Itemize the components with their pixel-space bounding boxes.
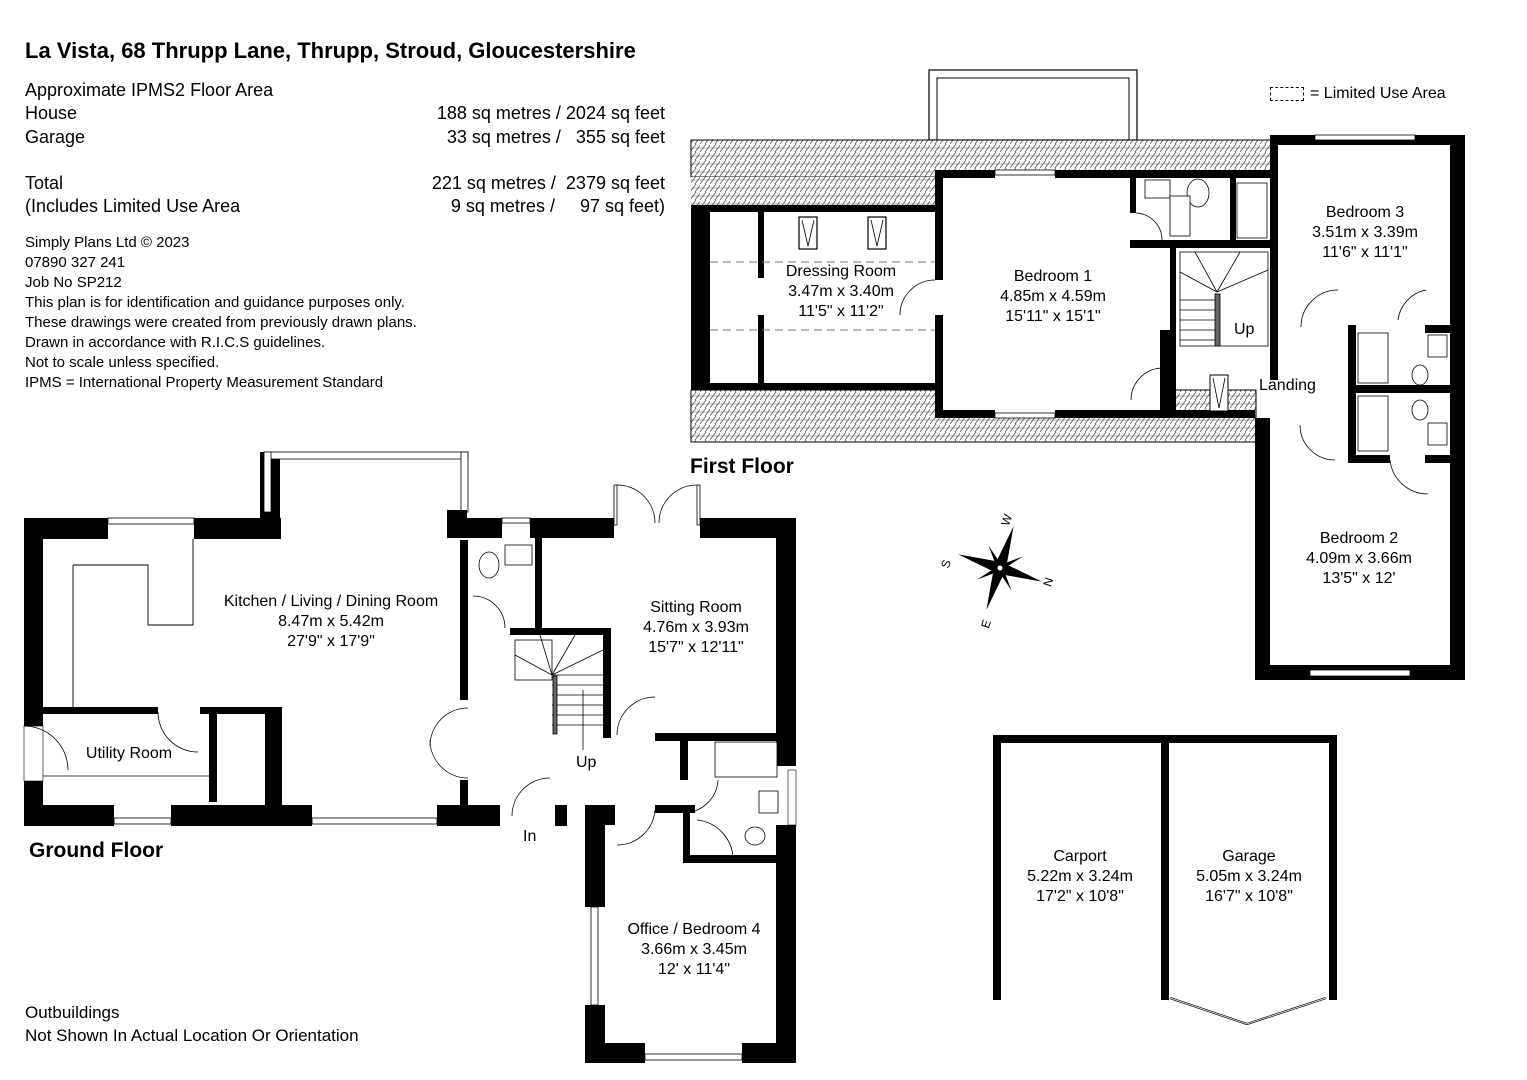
room-metric: 8.47m x 5.42m	[278, 613, 384, 630]
outbuildings-plan	[993, 735, 1337, 1026]
room-metric: 5.05m x 3.24m	[1196, 868, 1302, 885]
note-line: Drawn in accordance with R.I.C.S guideli…	[25, 334, 326, 351]
room-metric: 5.22m x 3.24m	[1027, 868, 1133, 885]
room-name: Utility Room	[85, 745, 173, 762]
room-name: Kitchen / Living / Dining Room	[223, 593, 439, 610]
room-name: Dressing Room	[785, 263, 897, 280]
plan-title: La Vista, 68 Thrupp Lane, Thrupp, Stroud…	[25, 38, 636, 63]
note-line: 07890 327 241	[25, 254, 126, 271]
area-label: Total	[25, 173, 64, 194]
room-sitting-room: Sitting Room 4.76m x 3.93m 15'7" x 12'11…	[643, 598, 749, 658]
note-line: These drawings were created from previou…	[25, 314, 417, 331]
ground-floor-label: Ground Floor	[29, 839, 164, 862]
first-floor-plan	[690, 69, 1465, 680]
room-imperial: 27'9" x 17'9"	[287, 633, 375, 650]
room-name: Sitting Room	[650, 599, 742, 616]
room-imperial: 16'7" x 10'8"	[1205, 888, 1293, 905]
note-line: Simply Plans Ltd © 2023	[25, 234, 190, 251]
room-imperial: 12' x 11'4"	[658, 961, 730, 978]
note-line: Job No SP212	[25, 274, 122, 291]
room-name: Bedroom 2	[1319, 530, 1399, 547]
room-imperial: 17'2" x 10'8"	[1036, 888, 1124, 905]
floor-area-heading: Approximate IPMS2 Floor Area	[25, 80, 274, 100]
area-value: 221 sq metres / 2379 sq feet	[431, 173, 665, 194]
landing-label: Landing	[1259, 377, 1316, 394]
room-name: Bedroom 1	[1013, 268, 1093, 285]
outbuildings-text: Not Shown In Actual Location Or Orientat…	[25, 1026, 359, 1045]
room-bedroom-1: Bedroom 1 4.85m x 4.59m 15'11" x 15'1"	[1000, 267, 1106, 327]
room-bedroom-3: Bedroom 3 3.51m x 3.39m 11'6" x 11'1"	[1312, 203, 1418, 263]
area-row-limited-use: (Includes Limited Use Area 9 sq metres /…	[25, 195, 665, 218]
room-metric: 3.47m x 3.40m	[788, 283, 894, 300]
compass-rose-icon	[958, 526, 1042, 610]
area-label: Garage	[25, 126, 86, 147]
note-line: Not to scale unless specified.	[25, 354, 220, 371]
ground-floor-stairs-up-label: Up	[576, 754, 597, 771]
room-imperial: 15'11" x 15'1"	[1005, 308, 1101, 325]
area-row-total: Total 221 sq metres / 2379 sq feet	[25, 172, 665, 195]
room-metric: 4.09m x 3.66m	[1306, 550, 1412, 567]
area-label: (Includes Limited Use Area	[25, 196, 241, 217]
room-metric: 4.85m x 4.59m	[1000, 288, 1106, 305]
area-value: 33 sq metres / 355 sq feet	[446, 126, 665, 147]
room-imperial: 15'7" x 12'11"	[648, 639, 744, 656]
area-label: House	[25, 103, 78, 124]
legend-label: = Limited Use Area	[1310, 85, 1446, 102]
room-imperial: 11'6" x 11'1"	[1322, 244, 1408, 261]
first-floor-stairs-up-label: Up	[1234, 321, 1255, 338]
room-name: Garage	[1222, 848, 1276, 865]
room-carport: Carport 5.22m x 3.24m 17'2" x 10'8"	[1027, 847, 1133, 907]
entrance-in-label: In	[523, 828, 537, 845]
dashed-rectangle-icon	[1270, 87, 1304, 101]
floor-area-table: Approximate IPMS2 Floor Area House 188 s…	[25, 79, 665, 219]
room-utility-room: Utility Room	[86, 744, 172, 764]
plan-notes: Simply Plans Ltd © 2023 07890 327 241 Jo…	[25, 233, 417, 393]
room-office-bedroom-4: Office / Bedroom 4 3.66m x 3.45m 12' x 1…	[627, 920, 760, 980]
room-kitchen-living-dining: Kitchen / Living / Dining Room 8.47m x 5…	[224, 592, 438, 652]
note-line: This plan is for identification and guid…	[25, 294, 405, 311]
area-row-house: House 188 sq metres / 2024 sq feet	[25, 102, 665, 125]
room-garage: Garage 5.05m x 3.24m 16'7" x 10'8"	[1196, 847, 1302, 907]
note-line: IPMS = International Property Measuremen…	[25, 374, 384, 391]
room-metric: 3.51m x 3.39m	[1312, 224, 1418, 241]
room-imperial: 13'5" x 12'	[1322, 570, 1396, 587]
room-imperial: 11'5" x 11'2"	[798, 303, 884, 320]
room-name: Carport	[1053, 848, 1107, 865]
area-value: 9 sq metres / 97 sq feet)	[450, 196, 665, 217]
room-dressing-room: Dressing Room 3.47m x 3.40m 11'5" x 11'2…	[786, 262, 896, 322]
area-row-garage: Garage 33 sq metres / 355 sq feet	[25, 126, 665, 149]
room-name: Bedroom 3	[1325, 204, 1405, 221]
room-name: Office / Bedroom 4	[627, 921, 761, 938]
room-bedroom-2: Bedroom 2 4.09m x 3.66m 13'5" x 12'	[1306, 529, 1412, 589]
outbuildings-title: Outbuildings	[25, 1003, 120, 1022]
room-metric: 4.76m x 3.93m	[643, 619, 749, 636]
first-floor-label: First Floor	[690, 455, 794, 478]
room-metric: 3.66m x 3.45m	[641, 941, 747, 958]
legend: = Limited Use Area	[1270, 85, 1446, 103]
balcony	[928, 69, 1138, 141]
ground-floor-plan	[23, 451, 797, 1063]
outbuildings-note: Outbuildings Not Shown In Actual Locatio…	[25, 1001, 359, 1047]
area-value: 188 sq metres / 2024 sq feet	[436, 103, 665, 124]
